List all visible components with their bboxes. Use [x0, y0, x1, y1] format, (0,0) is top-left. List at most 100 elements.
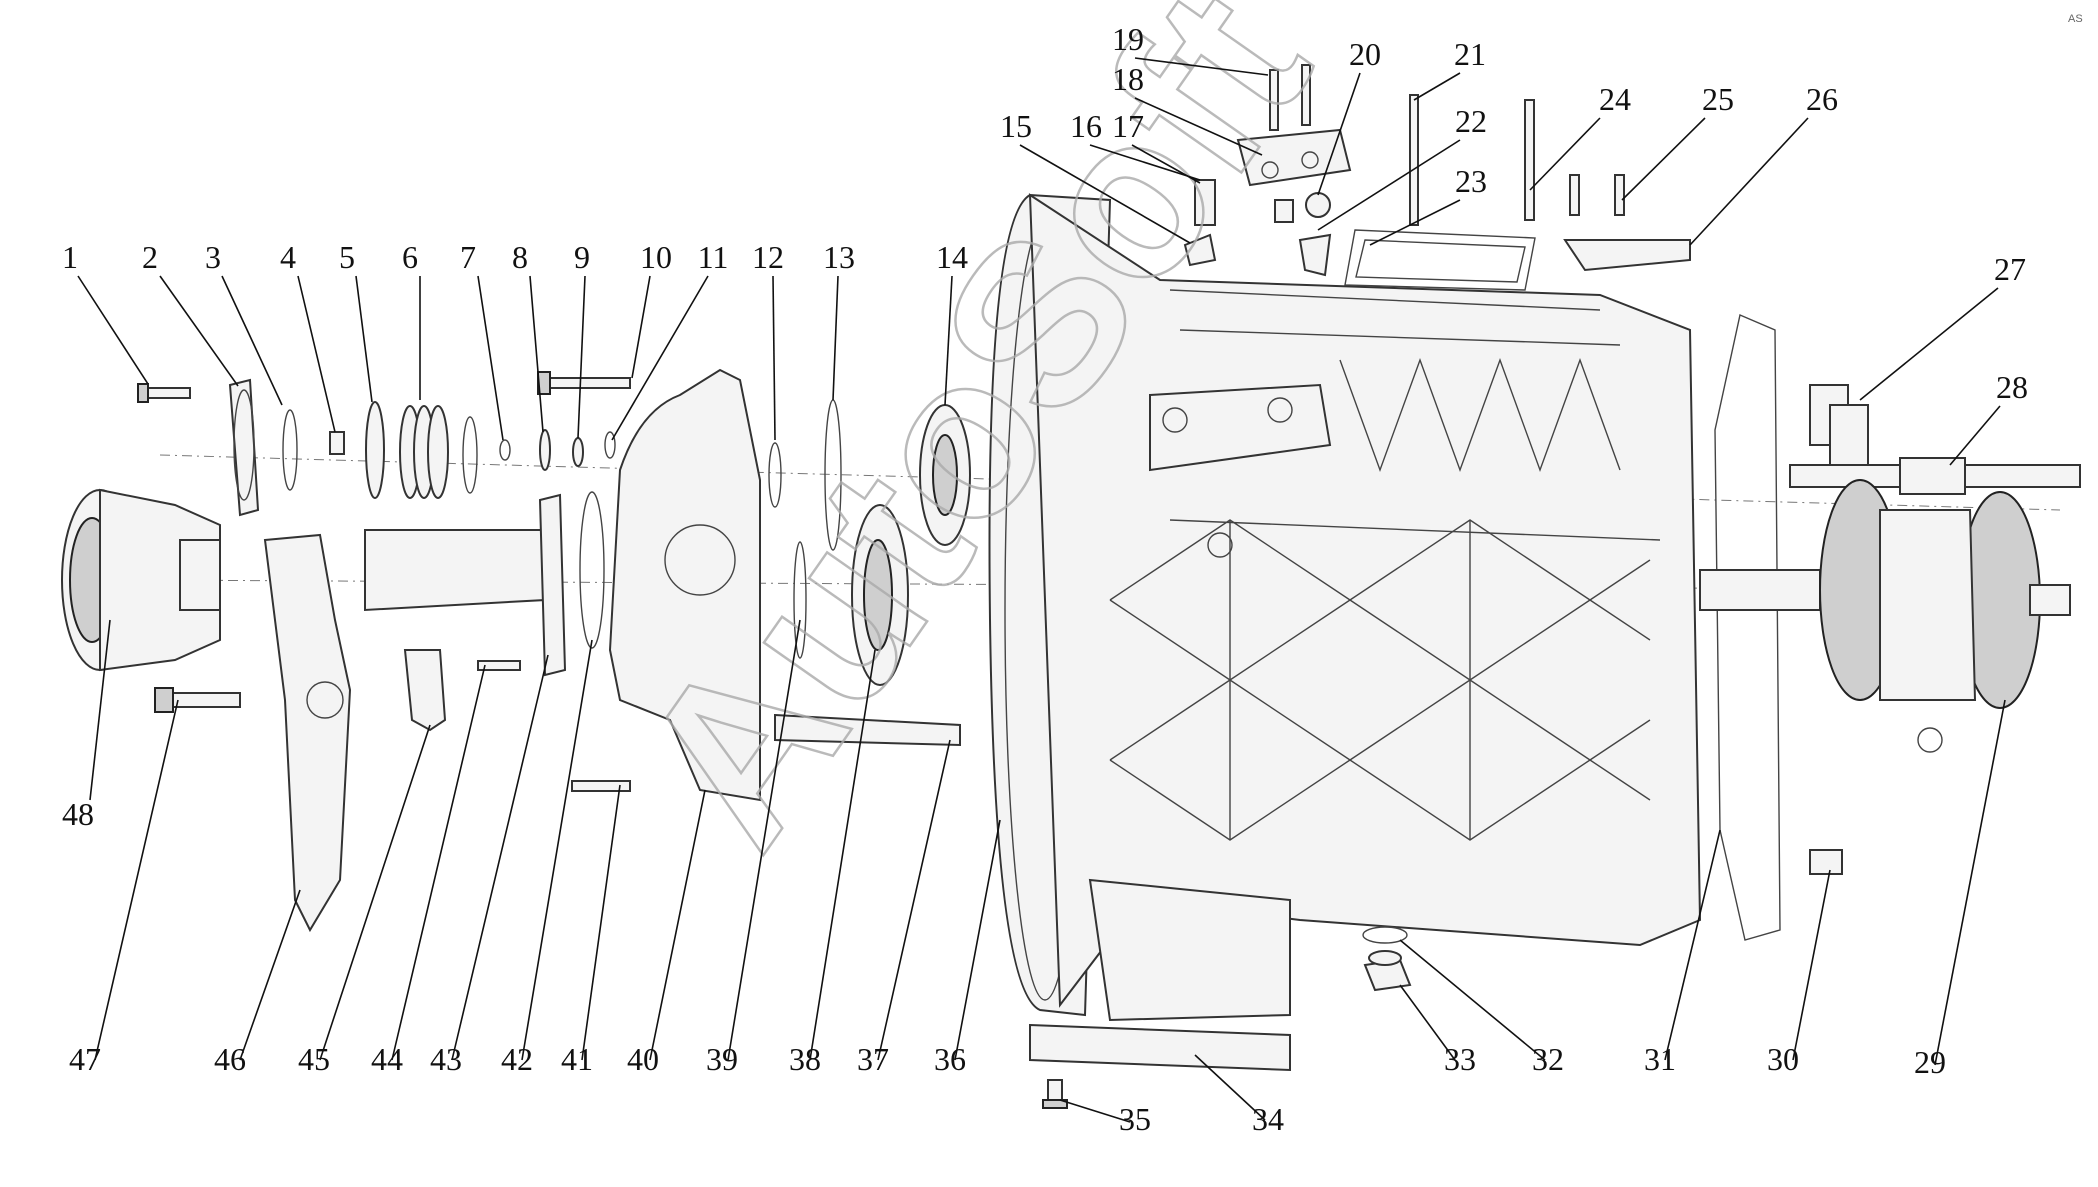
gasket-23	[1344, 229, 1536, 291]
shaft-37	[774, 713, 961, 747]
leader-line-4	[297, 275, 336, 433]
leader-line-27	[1859, 287, 1999, 401]
callout-29: 29	[1914, 1044, 1946, 1080]
callout-15: 15	[1000, 108, 1032, 144]
housing-lattice	[1109, 519, 1651, 841]
callout-7: 7	[460, 239, 476, 275]
callout-31: 31	[1644, 1041, 1676, 1077]
callout-16: 16	[1070, 108, 1102, 144]
leader-line-40	[649, 789, 706, 1061]
blocks-27	[1809, 384, 1869, 466]
leader-line-24	[1529, 117, 1601, 191]
callout-11: 11	[698, 239, 729, 275]
seals-3-to-9	[282, 401, 616, 499]
leader-line-12	[772, 275, 776, 441]
leader-line-31	[1664, 829, 1721, 1061]
callout-3: 3	[205, 239, 221, 275]
leader-line-11	[611, 275, 709, 441]
callout-14: 14	[936, 239, 968, 275]
callout-46: 46	[214, 1041, 246, 1077]
leader-line-2	[159, 275, 239, 387]
leader-line-46	[239, 889, 301, 1061]
leader-line-17	[1131, 144, 1201, 184]
release-bearing-48	[61, 488, 221, 672]
bolt-10	[537, 371, 631, 395]
bearing-38	[851, 504, 909, 686]
corner-logo: AS	[2068, 13, 2083, 25]
callout-21: 21	[1454, 36, 1486, 72]
guide-sleeve-43	[364, 493, 567, 677]
callout-44: 44	[371, 1041, 403, 1077]
leader-line-26	[1689, 117, 1809, 246]
callout-41: 41	[561, 1041, 593, 1077]
leader-line-14	[944, 275, 953, 406]
callout-36: 36	[934, 1041, 966, 1077]
bolt-47	[154, 687, 241, 713]
leader-line-44	[391, 664, 486, 1061]
callout-19: 19	[1112, 21, 1144, 57]
leader-line-35	[1059, 1099, 1131, 1123]
leader-line-3	[221, 275, 283, 406]
leader-line-38	[809, 649, 876, 1061]
leader-line-34	[1194, 1054, 1266, 1121]
key-30	[1809, 849, 1843, 875]
bolt-41	[571, 780, 631, 792]
bolt-35	[1042, 1079, 1068, 1109]
valve-block-18	[1236, 128, 1352, 187]
leader-line-15	[1019, 144, 1191, 244]
gasket-31	[1714, 314, 1781, 941]
callout-39: 39	[706, 1041, 738, 1077]
cover-plate-34	[1029, 1023, 1291, 1072]
callout-28: 28	[1996, 369, 2028, 405]
ring-42	[579, 491, 605, 649]
leader-line-20	[1317, 72, 1361, 196]
callout-34: 34	[1252, 1101, 1284, 1137]
leader-line-9	[577, 275, 586, 439]
callout-10: 10	[640, 239, 672, 275]
callout-27: 27	[1994, 251, 2026, 287]
leader-line-47	[94, 699, 179, 1061]
leader-line-45	[319, 724, 431, 1061]
callout-37: 37	[857, 1041, 889, 1077]
leader-line-42	[521, 639, 593, 1061]
cover-2	[228, 378, 260, 517]
top-bolts-19-21-24-25	[1269, 64, 1625, 226]
callout-22: 22	[1455, 103, 1487, 139]
release-fork-46	[263, 533, 352, 933]
leader-lines	[77, 57, 2006, 1123]
callout-38: 38	[789, 1041, 821, 1077]
callout-12: 12	[752, 239, 784, 275]
leader-line-7	[477, 275, 504, 441]
leader-line-36	[954, 819, 1001, 1061]
callout-18: 18	[1112, 61, 1144, 97]
leader-line-33	[1399, 984, 1456, 1061]
callout-35: 35	[1119, 1101, 1151, 1137]
front-cover-40	[608, 368, 761, 802]
leader-line-8	[529, 275, 544, 433]
callout-26: 26	[1806, 81, 1838, 117]
leader-line-10	[631, 275, 651, 379]
callout-4: 4	[280, 239, 296, 275]
leader-line-19	[1134, 57, 1269, 76]
leader-line-30	[1792, 869, 1831, 1061]
leader-line-21	[1413, 72, 1461, 101]
callout-5: 5	[339, 239, 355, 275]
leader-line-25	[1621, 117, 1706, 201]
callout-8: 8	[512, 239, 528, 275]
leader-line-1	[77, 275, 149, 385]
callout-17: 17	[1112, 108, 1144, 144]
callout-45: 45	[298, 1041, 330, 1077]
plug-33	[1363, 950, 1412, 992]
leader-line-43	[451, 654, 549, 1061]
callout-43: 43	[430, 1041, 462, 1077]
callout-32: 32	[1532, 1041, 1564, 1077]
leader-line-28	[1949, 405, 2001, 466]
bolt-1	[137, 383, 191, 403]
leader-line-16	[1089, 144, 1201, 181]
callout-9: 9	[574, 239, 590, 275]
leader-line-13	[832, 275, 839, 401]
callout-30: 30	[1767, 1041, 1799, 1077]
cover-26	[1563, 239, 1691, 272]
